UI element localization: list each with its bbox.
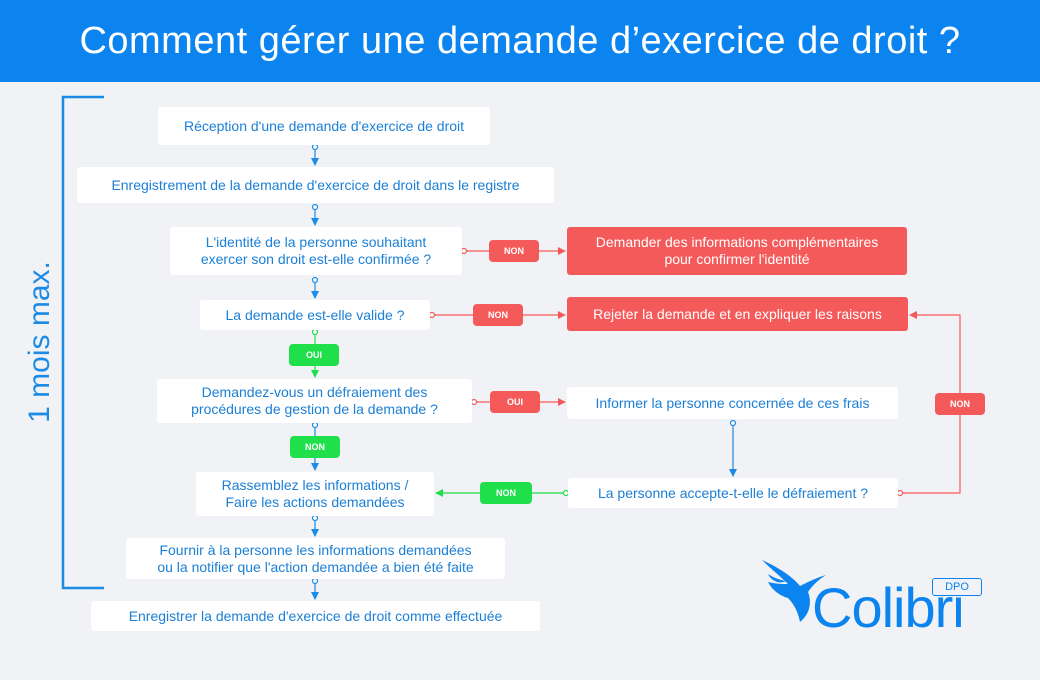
step-registration: Enregistrement de la demande d'exercice … [77, 167, 554, 203]
label-yes-valid: OUI [289, 344, 339, 366]
step-inform-fees: Informer la personne concernée de ces fr… [567, 387, 898, 419]
label-no-identity: NON [489, 240, 539, 262]
step-reject: Rejeter la demande et en expliquer les r… [567, 297, 908, 331]
page-title: Comment gérer une demande d’exercice de … [0, 0, 1040, 82]
step-request-more-info-line2: pour confirmer l'identité [664, 251, 810, 267]
step-gather-line2: Faire les actions demandées [225, 494, 405, 510]
question-identity-line2: exercer son droit est-elle confirmée ? [200, 251, 432, 267]
question-valid: La demande est-elle valide ? [200, 300, 430, 330]
label-no-fee: NON [290, 436, 340, 458]
step-provide-line2: ou la notifier que l'action demandée a b… [157, 558, 474, 575]
step-record-completed: Enregistrer la demande d'exercice de dro… [91, 601, 540, 631]
logo-badge: DPO [932, 578, 982, 596]
question-identity-line1: L'identité de la personne souhaitant [205, 234, 427, 250]
question-fee-line1: Demandez-vous un défraiement des [201, 384, 428, 400]
label-yes-fee: OUI [490, 391, 540, 413]
step-gather-line1: Rassemblez les informations / [221, 477, 409, 493]
duration-label: 1 mois max. [23, 261, 56, 423]
question-identity: L'identité de la personne souhaitant exe… [170, 227, 462, 275]
label-no-accept-left: NON [480, 482, 532, 504]
step-provide-line1: Fournir à la personne les informations d… [159, 541, 472, 558]
hummingbird-icon [762, 560, 826, 622]
question-fee: Demandez-vous un défraiement des procédu… [157, 379, 472, 423]
label-no-valid: NON [473, 304, 523, 326]
step-request-more-info-line1: Demander des informations complémentaire… [595, 234, 879, 250]
label-no-accept-right: NON [935, 393, 985, 415]
step-gather: Rassemblez les informations / Faire les … [196, 472, 434, 516]
step-request-more-info: Demander des informations complémentaire… [567, 227, 907, 275]
step-reception: Réception d'une demande d'exercice de dr… [158, 107, 490, 145]
step-provide: Fournir à la personne les informations d… [126, 538, 505, 579]
duration-bracket [61, 95, 104, 590]
question-fee-line2: procédures de gestion de la demande ? [191, 401, 438, 417]
question-accepts-fee: La personne accepte-t-elle le défraiemen… [568, 478, 898, 508]
